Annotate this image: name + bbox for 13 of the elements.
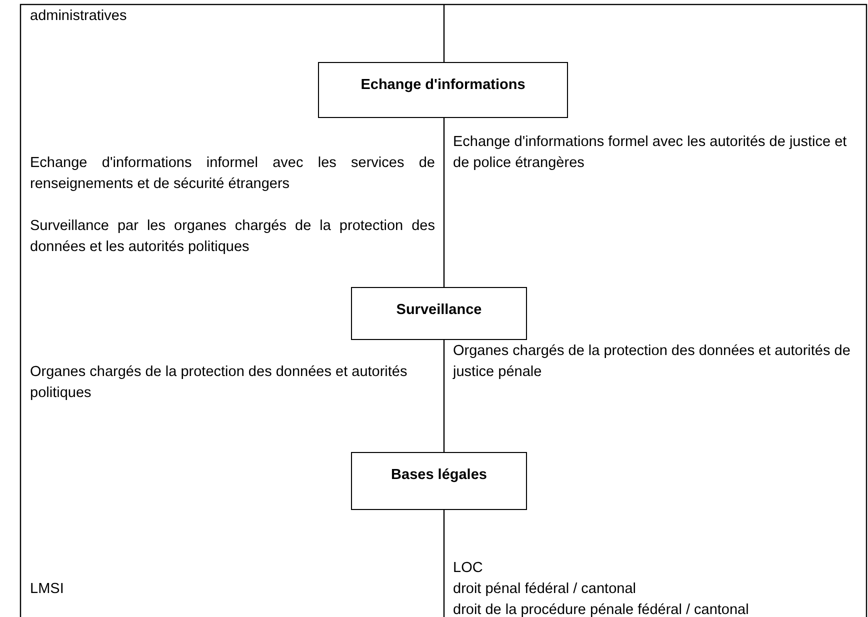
section-heading-box: Surveillance xyxy=(351,287,527,340)
cell-text: Echange d'informations informel avec les services de renseignements et de sécurité étrangers xyxy=(30,154,435,194)
section-heading-box: Echange d'informations xyxy=(318,62,568,118)
cell-text: LOC xyxy=(453,559,484,578)
cell-text: Surveillance par les organes chargés de la protection des données et les autorités politiques xyxy=(30,217,435,257)
cell-text: droit pénal fédéral / cantonal xyxy=(453,580,637,599)
cell-text: LMSI xyxy=(30,580,65,599)
section-heading-box: Bases légales xyxy=(351,452,527,510)
cell-text: droit de la procédure pénale fédéral / cantonal xyxy=(453,601,750,617)
cell-text: Echange d'informations formel avec les autorités de justice et de police étrangères xyxy=(453,133,848,173)
cell-text: Organes chargés de la protection des données et autorités politiques xyxy=(30,363,408,403)
cell-text: administratives xyxy=(30,7,128,26)
cell-text: Organes chargés de la protection des données et autorités de justice pénale xyxy=(453,342,852,382)
